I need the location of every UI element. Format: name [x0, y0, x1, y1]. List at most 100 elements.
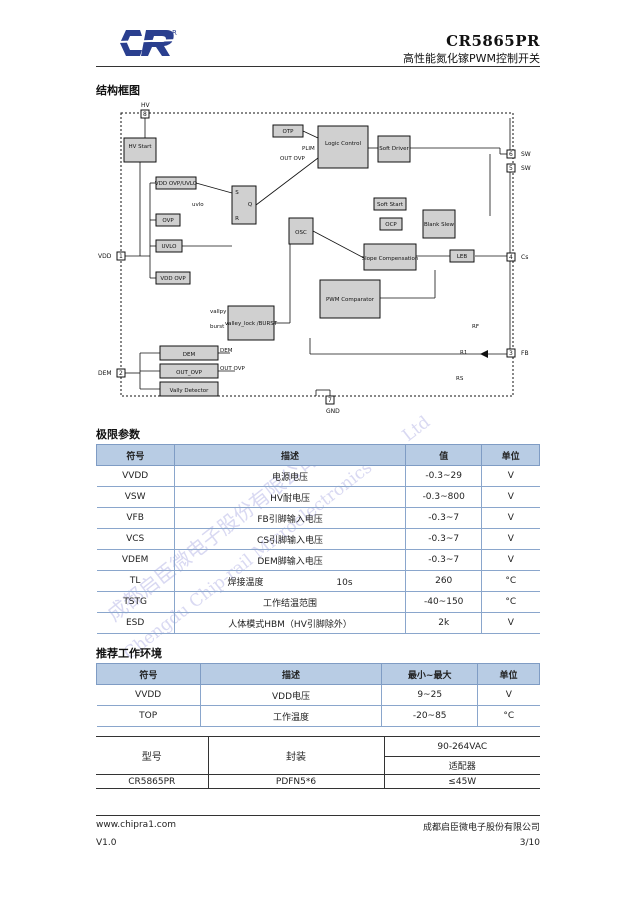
svg-text:valley_lock /BURST: valley_lock /BURST: [225, 321, 278, 327]
cell-model: CR5865PR: [96, 774, 209, 789]
doc-subtitle: 高性能氮化镓PWM控制开关: [403, 52, 540, 65]
table-header: 符号 描述 值 单位: [96, 444, 540, 466]
cell-value: -0.3~29: [405, 465, 483, 487]
cell-symbol: TSTG: [96, 591, 175, 613]
cell-description: FB引脚输入电压: [174, 507, 407, 529]
cell-symbol: TL: [96, 570, 175, 592]
svg-text:OCP: OCP: [385, 222, 397, 228]
cell-value: 260: [405, 570, 483, 592]
svg-text:VDD OVP: VDD OVP: [160, 276, 186, 282]
col-value: 值: [405, 444, 483, 466]
cell-value: -0.3~800: [405, 486, 483, 508]
svg-text:PWM Comparator: PWM Comparator: [326, 297, 375, 303]
svg-text:FB: FB: [521, 350, 529, 357]
cell-value: -40~150: [405, 591, 483, 613]
cell-unit: °C: [481, 591, 540, 613]
svg-text:LEB: LEB: [457, 254, 468, 260]
col-range: 最小~最大: [381, 663, 479, 685]
svg-text:burst: burst: [210, 324, 225, 330]
svg-text:UVLO: UVLO: [162, 244, 178, 250]
cell-value: -0.3~7: [405, 528, 483, 550]
svg-text:OTP: OTP: [282, 129, 294, 135]
svg-text:DEM: DEM: [183, 352, 196, 358]
cell-unit: V: [481, 486, 540, 508]
cell-symbol: VDEM: [96, 549, 175, 571]
cell-unit: V: [481, 612, 540, 634]
footer-company: 成都启臣微电子股份有限公司: [422, 823, 540, 833]
abs-max-table: 符号 描述 值 单位 VVDD 电源电压 -0.3~29 V VSW HV耐电压…: [96, 444, 540, 634]
cell-description: 人体模式HBM（HV引脚除外）: [174, 612, 407, 634]
svg-text:2: 2: [119, 370, 123, 377]
table-row: VSW HV耐电压 -0.3~800 V: [96, 486, 540, 508]
svg-text:GND: GND: [326, 408, 340, 415]
footer-page-number: 3/10: [519, 838, 540, 848]
cell-unit: °C: [481, 570, 540, 592]
svg-text:PLIM: PLIM: [302, 146, 315, 152]
cell-unit: °C: [477, 705, 540, 727]
svg-text:OSC: OSC: [295, 230, 307, 236]
cell-unit: V: [481, 465, 540, 487]
svg-text:HV: HV: [141, 102, 151, 109]
table-row: VVDD VDD电压 9~25 V: [96, 684, 540, 706]
cell-description: 工作结温范围: [174, 591, 407, 613]
cell-value: -0.3~7: [405, 507, 483, 529]
svg-text:SW: SW: [521, 165, 531, 172]
svg-text:uvlo: uvlo: [192, 202, 204, 208]
svg-text:Blank Slew: Blank Slew: [424, 222, 454, 228]
abs-max-title: 极限参数: [96, 428, 140, 441]
footer-divider: [96, 815, 540, 816]
svg-text:VDD OVP/UVLO: VDD OVP/UVLO: [155, 181, 198, 187]
svg-text:SW: SW: [521, 151, 531, 158]
block-diagram-title: 结构框图: [96, 84, 140, 97]
col-symbol: 符号: [96, 444, 175, 466]
table-row: VCS CS引脚输入电压 -0.3~7 V: [96, 528, 540, 550]
cell-package: PDFN5*6: [208, 774, 385, 789]
table-header: 符号 描述 最小~最大 单位: [96, 663, 540, 685]
svg-text:3: 3: [509, 350, 513, 357]
cell-value: 2k: [405, 612, 483, 634]
cell-symbol: VVDD: [96, 684, 201, 706]
cell-symbol: VFB: [96, 507, 175, 529]
footer-website[interactable]: www.chipra1.com: [96, 820, 177, 830]
rec-op-table: 符号 描述 最小~最大 单位 VVDD VDD电压 9~25 V TOP 工作温…: [96, 663, 540, 727]
col-unit: 单位: [477, 663, 540, 685]
table-row: VVDD 电源电压 -0.3~29 V: [96, 465, 540, 487]
table-row: TL 焊接温度 10s 260 °C: [96, 570, 540, 592]
svg-text:HV Start: HV Start: [128, 144, 152, 150]
cell-symbol: VSW: [96, 486, 175, 508]
svg-text:vallpy: vallpy: [210, 309, 227, 315]
col-description: 描述: [199, 663, 383, 685]
svg-text:DEM: DEM: [98, 370, 112, 377]
cell-power: ≤45W: [384, 774, 540, 789]
cell-description: 焊接温度 10s: [174, 570, 407, 592]
col-unit: 单位: [481, 444, 540, 466]
part-number: CR5865PR: [446, 32, 540, 50]
svg-text:1: 1: [119, 253, 123, 260]
rec-op-title: 推荐工作环境: [96, 647, 162, 660]
cell-description: DEM脚输入电压: [174, 549, 407, 571]
svg-text:6: 6: [509, 151, 513, 158]
svg-text:5: 5: [509, 165, 513, 172]
table-row: TSTG 工作结温范围 -40~150 °C: [96, 591, 540, 613]
desc-text: 焊接温度: [227, 577, 264, 588]
svg-text:VDD: VDD: [98, 253, 112, 260]
svg-text:RF: RF: [472, 324, 479, 330]
cell-description: VDD电压: [200, 684, 383, 706]
svg-text:R: R: [235, 216, 239, 222]
col-input-range: 90-264VAC: [384, 736, 540, 757]
table-row: TOP 工作温度 -20~85 °C: [96, 705, 540, 727]
footer-version: V1.0: [96, 838, 117, 848]
svg-text:Logic Control: Logic Control: [325, 141, 361, 147]
package-table: 型号 封装 90-264VAC 适配器 CR5865PR PDFN5*6 ≤45…: [96, 736, 540, 789]
cell-description: 电源电压: [174, 465, 407, 487]
cell-symbol: VCS: [96, 528, 175, 550]
table-row: VFB FB引脚输入电压 -0.3~7 V: [96, 507, 540, 529]
cell-symbol: ESD: [96, 612, 175, 634]
svg-text:OUT OVP: OUT OVP: [220, 366, 245, 372]
cell-value: -20~85: [381, 705, 479, 727]
svg-text:4: 4: [509, 254, 513, 261]
svg-text:Q: Q: [248, 202, 253, 208]
company-logo: R: [118, 29, 180, 56]
col-model: 型号: [96, 736, 209, 775]
table-row: CR5865PR PDFN5*6 ≤45W: [96, 774, 540, 789]
